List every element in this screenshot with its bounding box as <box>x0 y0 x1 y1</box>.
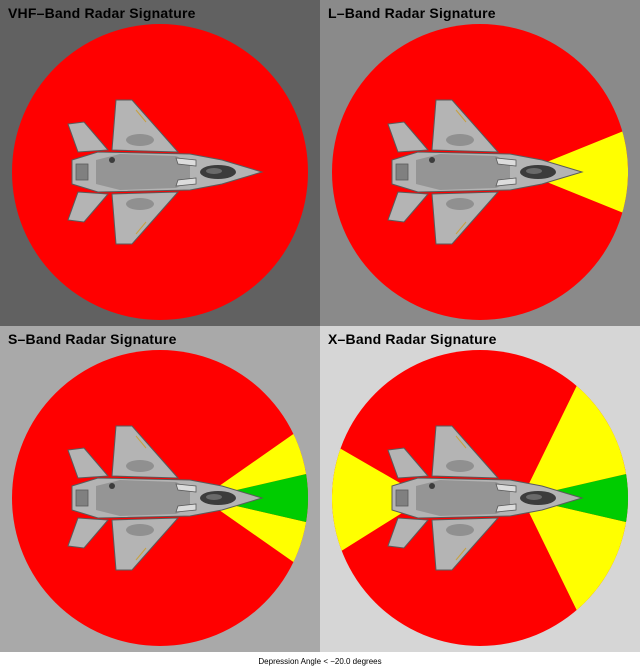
engine-nozzle <box>75 163 89 181</box>
fuselage-centre <box>416 154 510 190</box>
wing-panel-bottom <box>446 198 474 210</box>
sector-s-yellow-0 <box>202 498 306 562</box>
tail-stabilizer-bottom <box>67 191 110 223</box>
tail-stabilizer-bottom <box>387 191 430 223</box>
fuselage-marker <box>109 157 115 163</box>
wing-marking-top <box>455 109 467 123</box>
fuselage-marker <box>429 157 435 163</box>
intake-bottom <box>175 177 197 187</box>
wing-panel-top <box>446 134 474 146</box>
intake-top <box>495 483 517 493</box>
canopy-glint <box>206 168 222 174</box>
x-band-diagram <box>320 326 640 652</box>
wing-panel-bottom <box>126 198 154 210</box>
wing-marking-bottom <box>135 547 147 561</box>
sector-s-yellow-2 <box>202 434 306 498</box>
aircraft-silhouette <box>387 425 584 571</box>
sector-x-yellow-2 <box>522 385 626 498</box>
fuselage-centre <box>96 154 190 190</box>
wing-panel-top <box>126 134 154 146</box>
tail-stabilizer-top <box>67 447 110 479</box>
intake-bottom <box>495 503 517 513</box>
canopy-glint <box>526 168 542 174</box>
panel-vhf-band: VHF–Band Radar Signature <box>0 0 320 326</box>
tail-stabilizer-top <box>387 121 430 153</box>
tail-stabilizer-top <box>387 447 430 479</box>
engine-nozzle <box>395 489 409 507</box>
wing-panel-top <box>446 460 474 472</box>
aircraft-silhouette <box>67 425 264 571</box>
depression-angle-caption: Depression Angle < −20.0 degrees <box>258 657 382 666</box>
panel-title-s-band: S–Band Radar Signature <box>8 331 177 347</box>
wing-marking-top <box>135 435 147 449</box>
intake-top <box>175 483 197 493</box>
fuselage-centre <box>96 480 190 516</box>
panel-title-l-band: L–Band Radar Signature <box>328 5 496 21</box>
panel-title-x-band: X–Band Radar Signature <box>328 331 497 347</box>
aircraft-silhouette <box>67 99 264 245</box>
sector-x-yellow-0 <box>522 498 626 611</box>
aircraft-silhouette <box>387 99 584 245</box>
wing-marking-top <box>455 435 467 449</box>
tail-stabilizer-bottom <box>387 517 430 549</box>
wing-marking-bottom <box>455 221 467 235</box>
intake-bottom <box>495 177 517 187</box>
s-band-diagram <box>0 326 320 652</box>
canopy-glint <box>206 494 222 500</box>
panel-l-band: L–Band Radar Signature <box>320 0 640 326</box>
fuselage-marker <box>429 483 435 489</box>
sector-x-yellow-3 <box>332 448 426 551</box>
wing-marking-top <box>135 109 147 123</box>
canopy-glint <box>526 494 542 500</box>
wing-panel-bottom <box>126 524 154 536</box>
wing-panel-bottom <box>446 524 474 536</box>
panel-x-band: X–Band Radar Signature <box>320 326 640 652</box>
vhf-band-diagram <box>0 0 320 326</box>
wing-marking-bottom <box>455 547 467 561</box>
intake-bottom <box>175 503 197 513</box>
engine-nozzle <box>395 163 409 181</box>
panel-title-vhf-band: VHF–Band Radar Signature <box>8 5 196 21</box>
intake-top <box>175 157 197 167</box>
l-band-diagram <box>320 0 640 326</box>
intake-top <box>495 157 517 167</box>
fuselage-marker <box>109 483 115 489</box>
radar-signature-grid: VHF–Band Radar Signature L–Band Radar Si… <box>0 0 640 652</box>
engine-nozzle <box>75 489 89 507</box>
wing-panel-top <box>126 460 154 472</box>
panel-s-band: S–Band Radar Signature <box>0 326 320 652</box>
tail-stabilizer-top <box>67 121 110 153</box>
fuselage-centre <box>416 480 510 516</box>
wing-marking-bottom <box>135 221 147 235</box>
tail-stabilizer-bottom <box>67 517 110 549</box>
